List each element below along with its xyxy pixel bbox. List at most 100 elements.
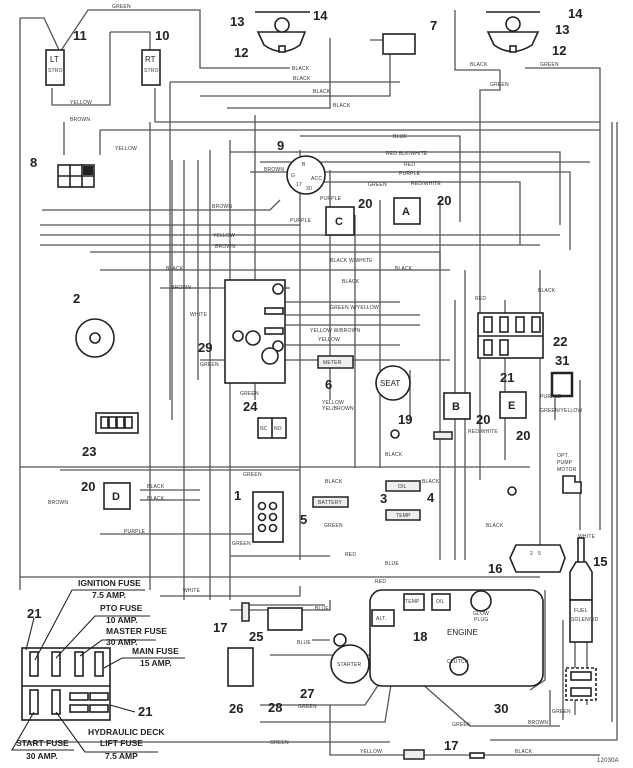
pto-fuse-amp: 10 AMP. (106, 615, 138, 625)
strobe-label: STRO (144, 68, 159, 74)
callout-25: 25 (249, 629, 263, 644)
rt-strobe: RT STRO (141, 49, 161, 86)
relay-label: B (452, 401, 460, 413)
callout-20c: 20 (476, 412, 490, 427)
module-31 (550, 371, 574, 398)
rt-label: RT (145, 55, 156, 64)
callout-16: 16 (488, 561, 502, 576)
pin-label: 5 (538, 551, 541, 557)
callout-13b: 13 (555, 22, 569, 37)
wire-label: WHITE (578, 534, 596, 540)
opt-pump-motor: OPT. PUMP MOTOR (557, 453, 582, 494)
oil-label: OIL (398, 484, 407, 490)
wire-label: WHITE (183, 588, 201, 594)
wire-label: GREEN (243, 472, 262, 478)
callout-12b: 12 (552, 43, 566, 58)
no-label: NO (274, 426, 282, 432)
strobe-label: STRO (48, 68, 63, 74)
relay-d: D (103, 482, 131, 510)
wire-label: RED (375, 579, 386, 585)
wire-label: GREEN (490, 82, 509, 88)
wire-label: BLACK (395, 266, 413, 272)
battery-label: BATTERY (318, 500, 342, 506)
callout-22: 22 (553, 334, 567, 349)
wire-label: YELLOW W/BROWN (310, 328, 360, 334)
wire-label: GREEN (232, 541, 251, 547)
callout-6: 6 (325, 377, 332, 392)
fuel-solenoid: FUEL SOLENOID (565, 537, 599, 701)
callout-21: 21 (500, 370, 514, 385)
alt-label: ALT. (376, 616, 386, 622)
starter-label: STARTER (337, 662, 361, 668)
wire-label: GREEN (298, 704, 317, 710)
ignition-fuse-label: IGNITION FUSE (78, 578, 141, 588)
wire-label: PURPLE (540, 394, 562, 400)
wire-label: BLUE (393, 134, 407, 140)
callout-29: 29 (198, 340, 212, 355)
callout-21a: 21 (27, 606, 41, 621)
solenoid-label: SOLENOID (571, 617, 599, 623)
wire-label: GREEN/YELLOW (540, 408, 582, 414)
wire-label: YELLOW (70, 100, 92, 106)
pump-label: OPT. (557, 453, 569, 459)
callout-21b: 21 (138, 704, 152, 719)
nc-label: NC (260, 426, 268, 432)
relay-block (477, 312, 544, 359)
wire-label: BROWN (171, 285, 191, 291)
wire-labels: GREEN YELLOW BROWN YELLOW BLACK BLACK BL… (48, 4, 596, 755)
wire-label: BROWN (212, 204, 232, 210)
starter: STARTER (330, 633, 370, 684)
wire-label: BROWN (70, 117, 90, 123)
headlight-right (486, 11, 540, 53)
term: B (302, 162, 306, 168)
callout-27: 27 (300, 686, 314, 701)
callout-23: 23 (82, 444, 96, 459)
callout-31: 31 (555, 353, 569, 368)
relay-a: A (393, 197, 421, 225)
callout-19: 19 (398, 412, 412, 427)
wire-label: YEL/BROWN (322, 406, 354, 412)
wire-label: BLACK (147, 484, 165, 490)
relay-25 (267, 607, 303, 631)
pump-label: PUMP (557, 460, 573, 466)
wire-label: BLACK (325, 479, 343, 485)
temp-sender-label: TEMP (405, 599, 420, 605)
callouts: 11 10 13 14 12 7 14 13 12 8 9 20 20 2 29… (27, 6, 607, 753)
engine-label: ENGINE (447, 628, 478, 637)
pto-fuse-label: PTO FUSE (100, 603, 143, 613)
wire-label: BLACK (538, 288, 556, 294)
regulator: 2 5 (509, 544, 566, 573)
master-fuse-amp: 30 AMP. (106, 637, 138, 647)
wire-label: PURPLE (399, 171, 421, 177)
callout-3: 3 (380, 491, 387, 506)
main-fuse-label: MAIN FUSE (132, 646, 179, 656)
wire-label: PURPLE (320, 196, 342, 202)
callout-20b: 20 (437, 193, 451, 208)
main-fuse-amp: 15 AMP. (140, 658, 172, 668)
temp-label: TEMP (396, 513, 411, 519)
wire-label: BLUE (385, 561, 399, 567)
ignition-switch: B G ACC 17 30 (286, 155, 326, 195)
relay-b: B (443, 392, 471, 420)
wire-label: BLACK W/WHITE (330, 258, 373, 264)
callout-14: 14 (313, 8, 328, 23)
callout-4: 4 (427, 490, 435, 505)
callout-24: 24 (243, 399, 258, 414)
oil-sender-label: OIL (436, 599, 445, 605)
relay-label: E (508, 400, 515, 412)
wire-label: PURPLE (290, 218, 312, 224)
wire-label: GREEN (540, 62, 559, 68)
callout-20a: 20 (358, 196, 372, 211)
callout-14b: 14 (568, 6, 583, 21)
term: 17 (296, 182, 302, 188)
term: G (291, 173, 295, 179)
callout-26: 26 (229, 701, 243, 716)
callout-12: 12 (234, 45, 248, 60)
wire-label: BROWN (48, 500, 68, 506)
relay-label: C (335, 216, 343, 228)
wire-label: GREEN W/YELLOW (330, 305, 379, 311)
wire-label: GREEN (324, 523, 343, 529)
callout-7: 7 (430, 18, 437, 33)
inline-fuse-19 (433, 431, 453, 440)
wire-label: YELLOW (360, 749, 382, 755)
